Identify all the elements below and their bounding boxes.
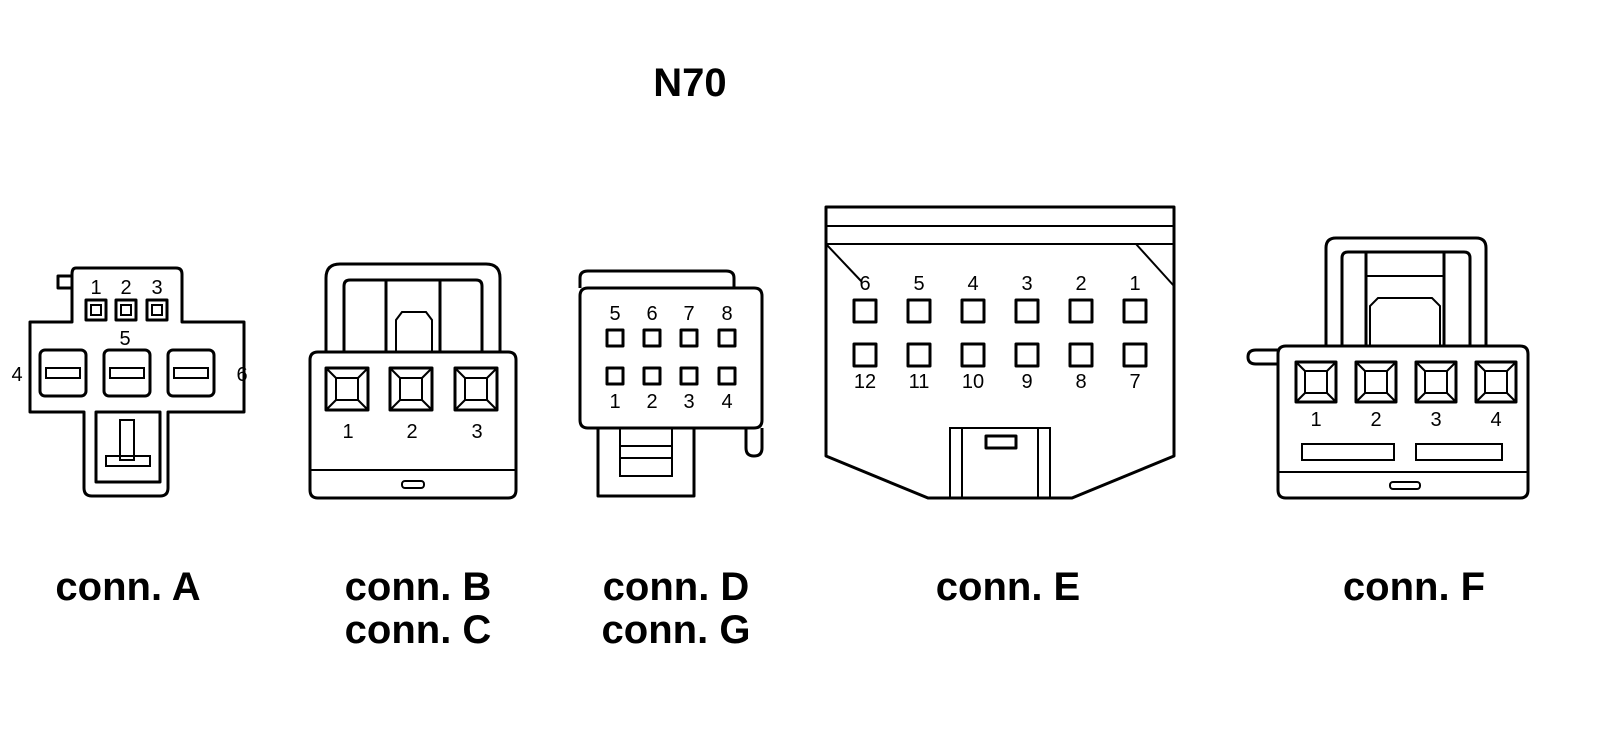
pin-number: 4 — [967, 273, 978, 295]
pin-number: 3 — [471, 421, 482, 443]
pin-number: 3 — [1021, 273, 1032, 295]
pin-number: 11 — [909, 371, 930, 393]
pin-number: 2 — [1370, 409, 1381, 431]
connector-a: 1 2 3 4 5 6 — [11, 266, 248, 498]
pin-number: 5 — [119, 328, 130, 350]
pin-number: 1 — [1129, 273, 1140, 295]
connector-bc: 1 2 3 — [308, 262, 518, 500]
connector-d-label: conn. D — [603, 565, 750, 609]
connector-e-label: conn. E — [936, 565, 1080, 609]
connector-e: 6 5 4 3 2 1 12 11 10 9 8 7 — [824, 205, 1176, 500]
connector-f-label: conn. F — [1343, 565, 1485, 609]
pin-number: 6 — [859, 273, 870, 295]
diagram-title: N70 — [653, 61, 726, 105]
connector-b-label: conn. B — [345, 565, 492, 609]
pin-number: 12 — [854, 371, 876, 393]
pin-number: 2 — [646, 391, 657, 413]
pin-number: 2 — [120, 277, 131, 299]
pin-number: 5 — [609, 303, 620, 325]
pin-number: 1 — [609, 391, 620, 413]
pin-number: 3 — [151, 277, 162, 299]
pin-number: 10 — [962, 371, 984, 393]
pin-number: 5 — [913, 273, 924, 295]
connector-dg: 5 6 7 8 1 2 3 4 — [578, 269, 764, 498]
pin-number: 1 — [342, 421, 353, 443]
connector-c-label: conn. C — [345, 608, 492, 652]
connector-a-label: conn. A — [55, 565, 200, 609]
pin-number: 2 — [1075, 273, 1086, 295]
pin-number: 6 — [236, 364, 247, 386]
pin-number: 1 — [1310, 409, 1321, 431]
pin-number: 3 — [1430, 409, 1441, 431]
pin-number: 8 — [1075, 371, 1086, 393]
pin-number: 9 — [1021, 371, 1032, 393]
pin-number: 8 — [721, 303, 732, 325]
pin-number: 4 — [721, 391, 732, 413]
pin-number: 7 — [1129, 371, 1140, 393]
connector-g-label: conn. G — [602, 608, 751, 652]
pin-number: 6 — [646, 303, 657, 325]
pin-number: 4 — [11, 364, 22, 386]
pin-number: 4 — [1490, 409, 1501, 431]
pin-number: 2 — [406, 421, 417, 443]
pin-number: 3 — [683, 391, 694, 413]
pin-number: 1 — [90, 277, 101, 299]
pin-number: 7 — [683, 303, 694, 325]
connector-f: 1 2 3 4 — [1246, 236, 1530, 500]
